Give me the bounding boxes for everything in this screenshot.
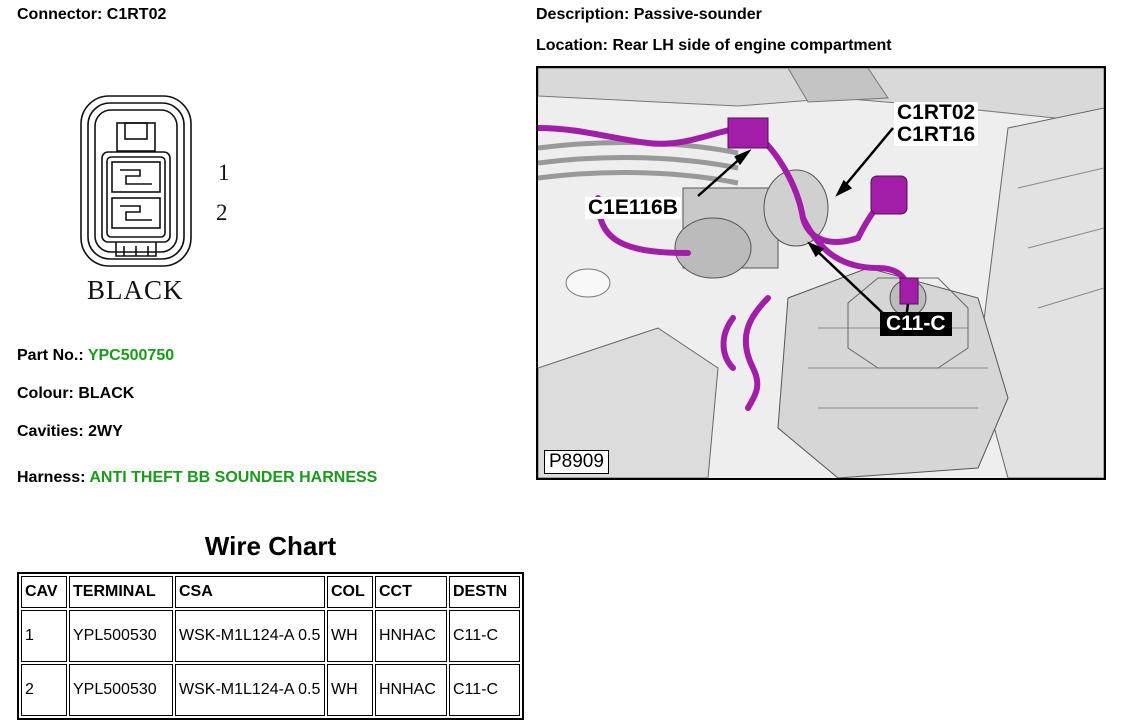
description-value: Passive-sounder xyxy=(633,6,762,23)
location-photo: C1RT02 C1RT16 C1E116B C11-C P8909 xyxy=(536,66,1106,480)
cell-terminal: YPL500530 xyxy=(69,664,173,716)
wire-chart-header-row: CAV TERMINAL CSA COL CCT DESTN xyxy=(21,576,520,608)
cavities-label: Cavities: xyxy=(17,423,84,440)
connector-label: Connector: xyxy=(17,6,103,23)
cell-cct: HNHAC xyxy=(375,664,447,716)
callout-c11-c: C11-C xyxy=(880,312,952,336)
colour-line: Colour: BLACK xyxy=(17,385,134,403)
cell-cav: 2 xyxy=(21,664,67,716)
location-line: Location: Rear LH side of engine compart… xyxy=(536,37,892,55)
header-destn: DESTN xyxy=(449,576,520,608)
callout-c1e116b: C1E116B xyxy=(585,197,681,219)
colour-label: Colour: xyxy=(17,385,74,402)
harness-label: Harness: xyxy=(17,469,86,486)
cell-terminal: YPL500530 xyxy=(69,610,173,662)
location-value: Rear LH side of engine compartment xyxy=(612,37,892,54)
picture-id-label: P8909 xyxy=(544,450,609,474)
cell-csa: WSK-M1L124-A 0.5 xyxy=(175,610,325,662)
colour-value: BLACK xyxy=(78,385,135,402)
callout-c1rt02-c1rt16: C1RT02 C1RT16 xyxy=(894,101,979,146)
header-csa: CSA xyxy=(175,576,325,608)
callout-c1rt16: C1RT16 xyxy=(897,123,976,146)
header-cct: CCT xyxy=(375,576,447,608)
part-no-link[interactable]: YPC500750 xyxy=(87,347,175,364)
diagram-colour-caption: BLACK xyxy=(87,275,184,305)
pin-2-label: 2 xyxy=(216,200,228,225)
part-no-label: Part No.: xyxy=(17,347,84,364)
part-no-line: Part No.: YPC500750 xyxy=(17,347,174,365)
harness-link[interactable]: ANTI THEFT BB SOUNDER HARNESS xyxy=(89,469,378,486)
location-label: Location: xyxy=(536,37,608,54)
wire-chart-title: Wire Chart xyxy=(204,531,337,561)
engine-bay-illustration xyxy=(538,68,1104,478)
header-terminal: TERMINAL xyxy=(69,576,173,608)
connector-value: C1RT02 xyxy=(106,6,167,23)
description-label: Description: xyxy=(536,6,630,23)
cell-destn: C11-C xyxy=(449,664,520,716)
connector-face-diagram: 1 2 BLACK xyxy=(80,95,230,305)
cell-col: WH xyxy=(327,610,373,662)
callout-c1rt02: C1RT02 xyxy=(897,101,976,124)
cell-csa: WSK-M1L124-A 0.5 xyxy=(175,664,325,716)
cell-col: WH xyxy=(327,664,373,716)
cavities-value: 2WY xyxy=(88,423,123,440)
table-row: 1 YPL500530 WSK-M1L124-A 0.5 WH HNHAC C1… xyxy=(21,610,520,662)
cell-destn: C11-C xyxy=(449,610,520,662)
harness-line: Harness: ANTI THEFT BB SOUNDER HARNESS xyxy=(17,469,377,487)
cell-cct: HNHAC xyxy=(375,610,447,662)
header-col: COL xyxy=(327,576,373,608)
description-line: Description: Passive-sounder xyxy=(536,6,762,24)
table-row: 2 YPL500530 WSK-M1L124-A 0.5 WH HNHAC C1… xyxy=(21,664,520,716)
cavities-line: Cavities: 2WY xyxy=(17,423,123,441)
cell-cav: 1 xyxy=(21,610,67,662)
connector-line: Connector: C1RT02 xyxy=(17,6,166,24)
pin-1-label: 1 xyxy=(218,160,230,185)
wire-chart-table: CAV TERMINAL CSA COL CCT DESTN 1 YPL5005… xyxy=(17,572,524,720)
header-cav: CAV xyxy=(21,576,67,608)
